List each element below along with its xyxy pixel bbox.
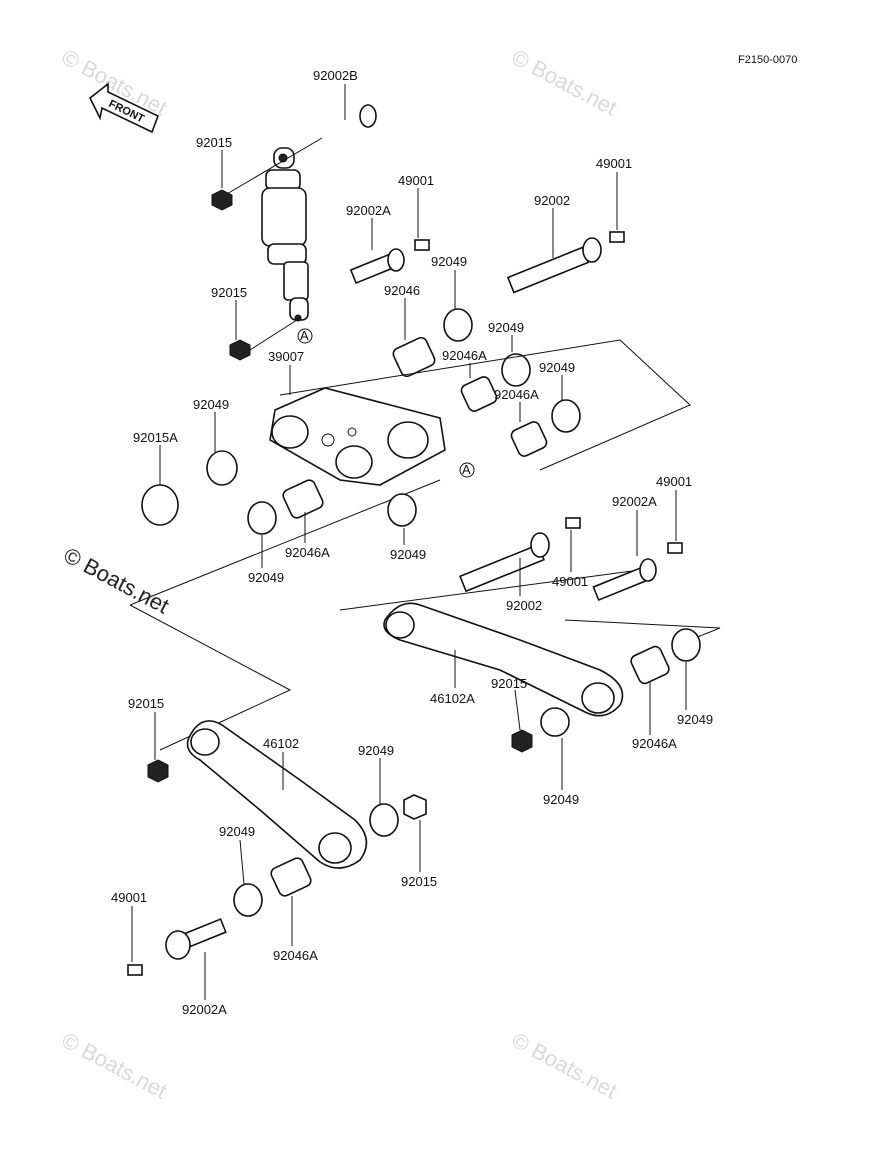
figure-code: F2150-0070 — [738, 54, 797, 66]
bearing-92046A — [460, 376, 498, 412]
seal-92049 — [206, 450, 238, 486]
seal-92049 — [551, 399, 581, 433]
part-label: 49001 — [552, 574, 588, 589]
part-label: 92049 — [358, 743, 394, 758]
watermark: © Boats.net — [58, 1027, 172, 1103]
bolt-92002B — [318, 104, 377, 141]
pin-92002A-bottom — [165, 918, 227, 960]
part-label: 92015 — [196, 135, 232, 150]
part-label: 92046A — [442, 348, 487, 363]
watermark: © Boats.net — [508, 44, 622, 120]
part-label: 92002B — [313, 68, 358, 83]
nut-92015 — [229, 339, 251, 361]
part-label: 49001 — [111, 890, 147, 905]
pin-92002A — [349, 248, 405, 285]
callout-a: A — [300, 328, 309, 343]
part-label: 92049 — [543, 792, 579, 807]
part-label: 92015A — [133, 430, 178, 445]
collar-92015A — [141, 484, 179, 526]
front-arrow-icon: FRONT — [88, 82, 160, 134]
part-label: 92002A — [182, 1002, 227, 1017]
tie-rod-46102A — [383, 602, 624, 717]
nut-92015 — [403, 794, 427, 820]
part-label: 92046A — [494, 387, 539, 402]
part-label: 92049 — [488, 320, 524, 335]
pin-92002A-lower — [592, 558, 657, 602]
seal-92049 — [501, 353, 531, 387]
nut-92015 — [511, 729, 533, 753]
nut-92015 — [147, 759, 169, 783]
part-label: 49001 — [656, 474, 692, 489]
part-label: 92046 — [384, 283, 420, 298]
seal-92049 — [387, 493, 417, 527]
part-label: 92002A — [346, 203, 391, 218]
seal-92049 — [369, 803, 399, 837]
part-label: 92015 — [128, 696, 164, 711]
part-label: 92046A — [632, 736, 677, 751]
callout-a: A — [462, 462, 471, 477]
part-label: 92049 — [431, 254, 467, 269]
pin-92002 — [506, 237, 602, 294]
bearing-92046 — [392, 336, 436, 378]
part-label: 92049 — [219, 824, 255, 839]
part-label: 46102A — [430, 691, 475, 706]
watermark: © Boats.net — [60, 542, 174, 618]
seal-92049 — [233, 883, 263, 917]
tie-rod-46102 — [186, 720, 368, 869]
part-label: 92015 — [491, 676, 527, 691]
nut-92015 — [211, 189, 233, 211]
part-label: 92015 — [401, 874, 437, 889]
watermark: © Boats.net — [508, 1027, 622, 1103]
seal-92049 — [443, 308, 473, 342]
part-label: 92046A — [285, 545, 330, 560]
pin-92002-lower — [459, 532, 550, 593]
bearing-92046A — [510, 421, 548, 457]
part-label: 46102 — [263, 736, 299, 751]
bearing-92046A — [630, 645, 670, 685]
part-label: 92002 — [534, 193, 570, 208]
part-label: 92002A — [612, 494, 657, 509]
part-label: 92002 — [506, 598, 542, 613]
seal-92049 — [671, 628, 701, 662]
rocker-arm-39007 — [269, 387, 446, 486]
bearing-92046A — [282, 479, 324, 519]
seal-92049 — [247, 501, 277, 535]
part-label: 92049 — [248, 570, 284, 585]
part-label: 39007 — [268, 349, 304, 364]
part-label: 92049 — [677, 712, 713, 727]
seal-92049 — [540, 707, 570, 737]
part-label: 49001 — [398, 173, 434, 188]
part-label: 92049 — [193, 397, 229, 412]
part-label: 92049 — [390, 547, 426, 562]
part-label: 49001 — [596, 156, 632, 171]
shock-absorber — [261, 147, 309, 322]
grease-nipple-49001 — [127, 231, 683, 976]
part-label: 92046A — [273, 948, 318, 963]
bearing-92046A — [270, 857, 312, 897]
part-label: 92015 — [211, 285, 247, 300]
part-label: 92049 — [539, 360, 575, 375]
